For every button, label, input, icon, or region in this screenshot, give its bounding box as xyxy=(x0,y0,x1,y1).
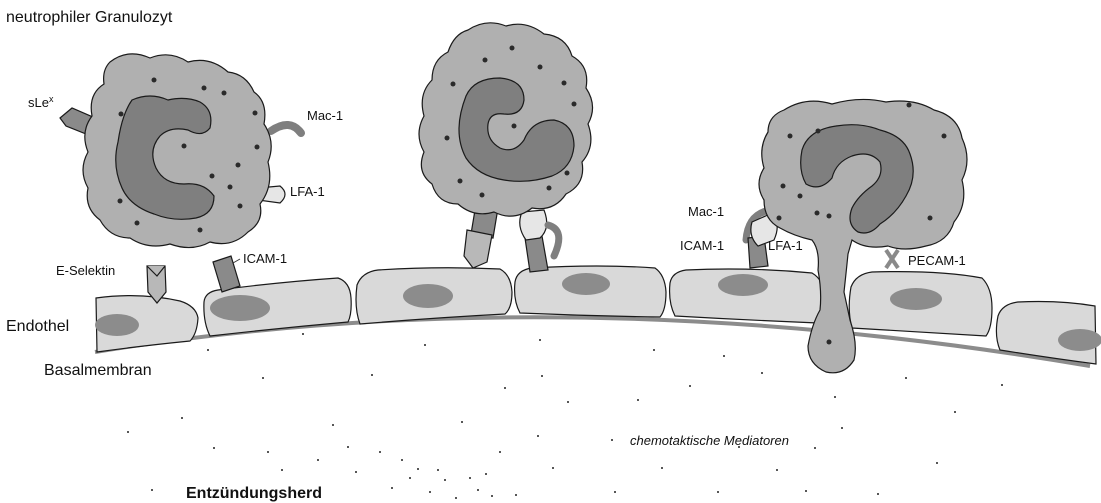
endothel-label: Endothel xyxy=(6,318,69,335)
mac-1-label-right: Mac-1 xyxy=(688,204,724,219)
title-label: neutrophiler Granulozyt xyxy=(6,9,173,26)
mac-1-bound xyxy=(548,225,559,256)
icam-1-bound xyxy=(525,236,548,272)
endothelial-nucleus xyxy=(562,273,610,295)
inflammation-site-label: Entzündungsherd xyxy=(186,485,322,502)
mac-1-label-left: Mac-1 xyxy=(307,108,343,123)
endothelial-nucleus xyxy=(403,284,453,308)
chemotactic-mediators-label: chemotaktische Mediatoren xyxy=(630,433,789,448)
lfa-1-label-right: LFA-1 xyxy=(768,238,803,253)
e-selektin-label: E-Selektin xyxy=(56,263,115,278)
icam-1-label-right: ICAM-1 xyxy=(680,238,724,253)
basalmembran-label: Basalmembran xyxy=(44,362,152,379)
sle-x-label: sLex xyxy=(28,94,54,110)
icam-1-label-left: ICAM-1 xyxy=(243,251,287,266)
endothelium xyxy=(95,266,1101,364)
endothelial-nucleus xyxy=(210,295,270,321)
lfa-1-label-left: LFA-1 xyxy=(290,184,325,199)
pecam-1-label: PECAM-1 xyxy=(908,253,966,268)
endothelial-nucleus xyxy=(95,314,139,336)
lfa-1-bound xyxy=(520,210,547,240)
chemotactic-mediator-dots xyxy=(127,333,1003,499)
endothelial-nucleus xyxy=(1058,329,1101,351)
neutrophil-free xyxy=(60,54,301,248)
pecam-1-right xyxy=(886,250,898,268)
icam-1-left-leader xyxy=(233,259,240,263)
endothelial-nucleus xyxy=(718,274,768,296)
neutrophil-rolling xyxy=(419,23,593,272)
mac-1-receptor xyxy=(271,125,301,133)
endothelial-nucleus xyxy=(890,288,942,310)
